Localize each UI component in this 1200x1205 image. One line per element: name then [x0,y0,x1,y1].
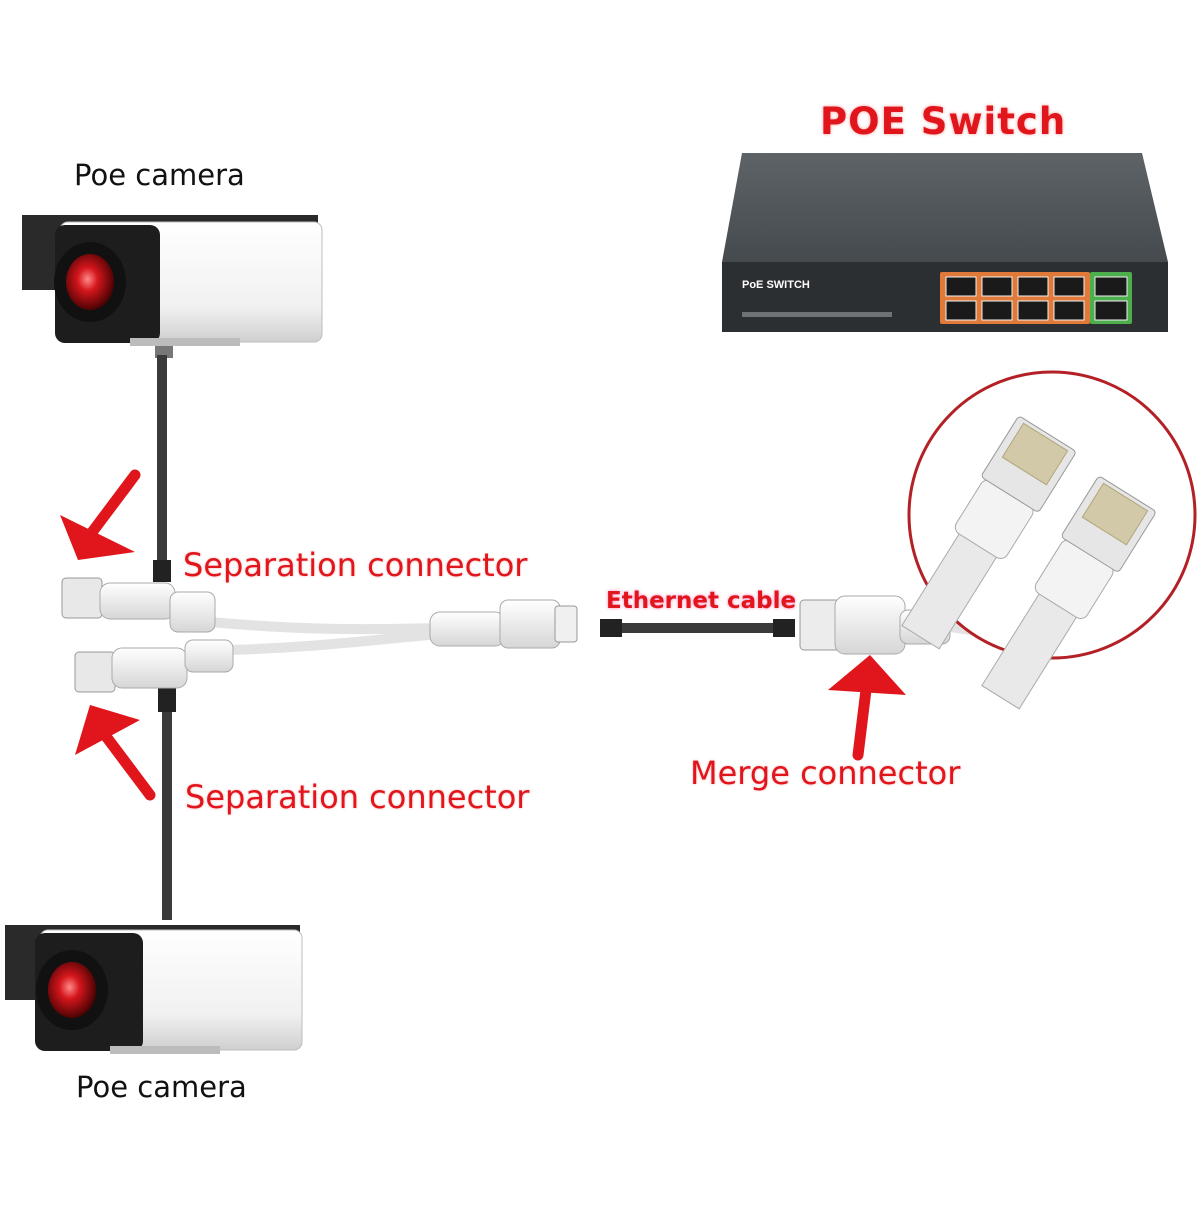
bottom-camera-cable [162,700,172,920]
poe-ports-block [940,272,1090,324]
separation-connector-bottom [74,639,234,693]
arrow-icon-top [60,469,141,560]
poe-port [945,276,977,297]
poe-port [1053,300,1085,321]
uplink-port [1094,300,1128,321]
separation-connector-top [61,577,216,633]
poe-port [1017,300,1049,321]
poe-port [1017,276,1049,297]
uplink-ports [1094,276,1128,321]
poe-port [1053,276,1085,297]
splitter-cable [61,577,578,693]
poe-ports [945,276,1085,321]
ethernet-cable-label: Ethernet cable [606,588,797,614]
poe-port [981,276,1013,297]
poe-switch: PoE SWITCH [722,153,1168,332]
diagram-title: POE Switch [820,100,1067,143]
separation-connector-top-label: Separation connector [183,546,528,584]
arrow-icon-bottom [75,705,156,801]
poe-port [981,300,1013,321]
camera-lens-icon [66,254,114,310]
ethernet-cable [600,619,795,637]
top-camera [22,215,323,358]
poe-port [945,300,977,321]
merge-connector-label: Merge connector [690,754,961,792]
uplink-port [1094,276,1128,297]
rj45-inset [901,370,1197,710]
separation-connector-bottom-label: Separation connector [185,778,530,816]
top-camera-cable [157,355,167,580]
camera-lens-icon [48,962,96,1018]
bottom-camera [5,925,303,1054]
bottom-camera-label: Poe camera [76,1070,247,1104]
arrow-icon-merge [828,655,906,761]
top-camera-label: Poe camera [74,158,245,192]
switch-brand-label: PoE SWITCH [742,279,810,291]
